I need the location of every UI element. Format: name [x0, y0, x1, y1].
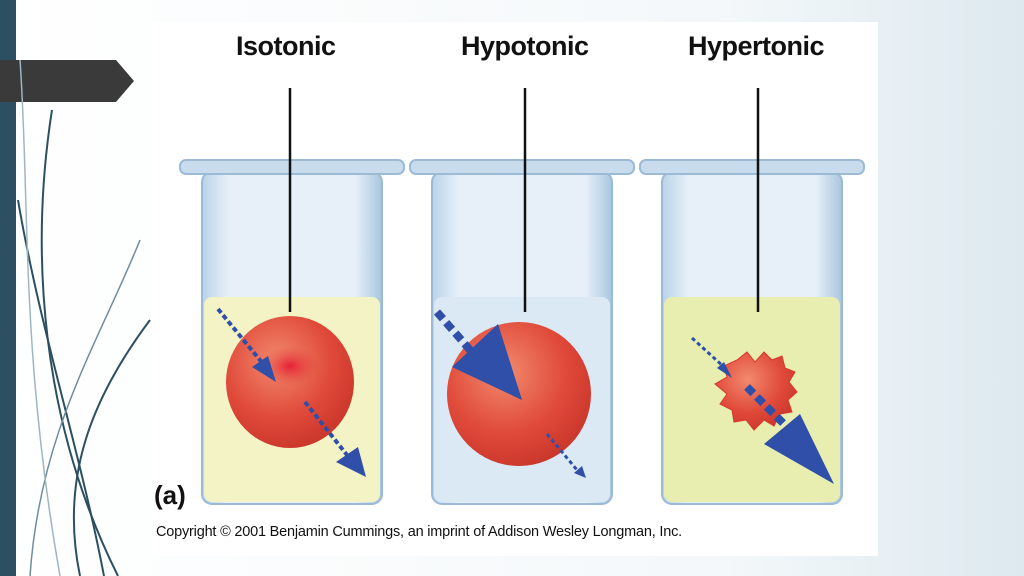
cell-isotonic [226, 316, 354, 448]
slide-tab-arrow [0, 60, 134, 102]
slide-left-accent-bar [0, 0, 16, 576]
osmosis-illustration [179, 88, 865, 505]
osmosis-figure: Isotonic Hypotonic Hypertonic (a) Copyri… [152, 22, 878, 556]
panel-label: (a) [154, 480, 186, 510]
label-hypotonic: Hypotonic [461, 31, 589, 61]
beaker-hypertonic [639, 88, 865, 505]
beaker-isotonic [179, 88, 405, 505]
decorative-curves [17, 59, 151, 576]
copyright-notice: Copyright © 2001 Benjamin Cummings, an i… [156, 524, 682, 540]
beaker-hypotonic [409, 88, 635, 505]
label-isotonic: Isotonic [236, 31, 336, 61]
label-hypertonic: Hypertonic [688, 31, 825, 61]
cell-hypertonic-shrunken [714, 351, 798, 431]
